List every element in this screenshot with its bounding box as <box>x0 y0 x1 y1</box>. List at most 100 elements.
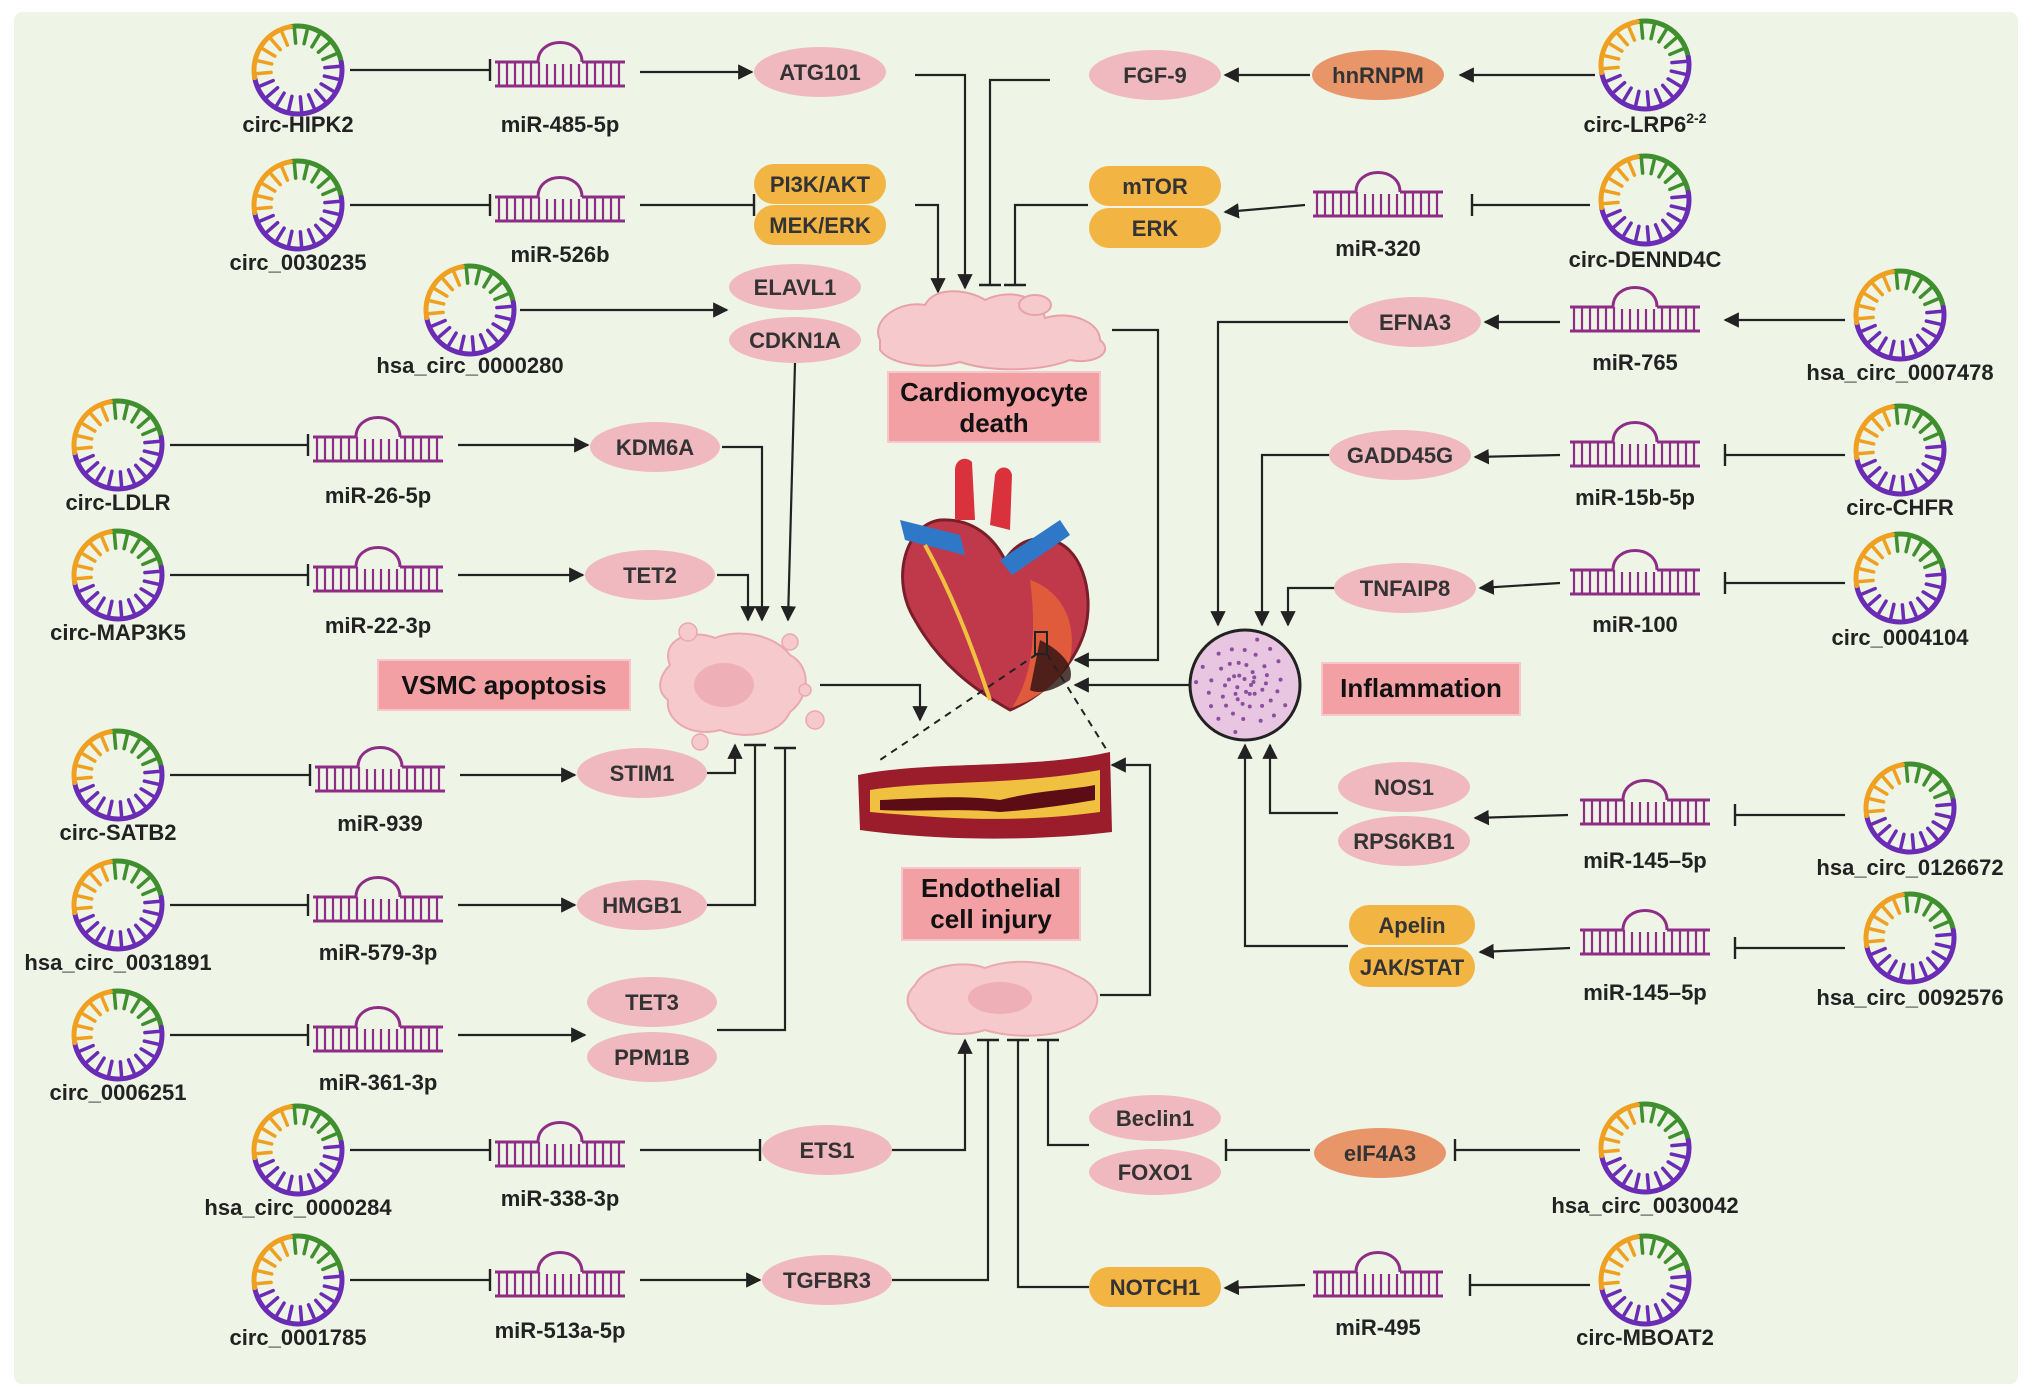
vsmc-bleb <box>798 683 812 697</box>
target-node-shape <box>1089 166 1221 206</box>
mirna-label: miR-22-3p <box>325 613 431 638</box>
target-node-label: FOXO1 <box>1118 1160 1193 1185</box>
target-node-label: ERK <box>1132 216 1179 241</box>
target-node-label: PPM1B <box>614 1045 690 1070</box>
target-node-label: NOS1 <box>1374 775 1434 800</box>
circrna-icon <box>251 158 345 252</box>
circrna-label: circ-CHFR <box>1846 495 1954 520</box>
target-node-shape <box>587 1032 717 1082</box>
zoom-line <box>1046 653 1109 753</box>
cardiomyocyte-death-box <box>887 371 1101 443</box>
circrna-label: circ-LDLR <box>65 490 170 515</box>
circrna-label: hsa_circ_0030042 <box>1551 1193 1738 1218</box>
mirna-label: miR-15b-5p <box>1575 485 1695 510</box>
circrna-icon <box>1598 153 1692 247</box>
protein-node-shape <box>1312 50 1444 100</box>
target-node: TET2 <box>585 550 715 600</box>
mirna-label: miR-100 <box>1592 612 1678 637</box>
mir-target-arrow <box>1223 203 1306 219</box>
target-node: ATG101 <box>754 47 886 97</box>
vsmc-apoptosis-box <box>377 659 631 711</box>
target-node-shape <box>1349 947 1475 987</box>
target-node-shape <box>577 748 707 798</box>
mirna-label: miR-145–5p <box>1583 980 1707 1005</box>
target-node-shape <box>762 1125 892 1175</box>
circrna-label: hsa_circ_0007478 <box>1806 360 1993 385</box>
histology-cell <box>1271 713 1276 718</box>
circrna-icon <box>251 23 345 117</box>
histology-cell <box>1226 677 1231 682</box>
circrna-icon <box>1853 268 1947 362</box>
histology-cell <box>1242 677 1247 682</box>
mir-target-arrow <box>1478 943 1571 960</box>
mirna-icon <box>1313 171 1443 218</box>
histology-cell <box>1252 675 1257 680</box>
pulmonary-vein <box>1000 520 1070 575</box>
circrna-icon <box>71 988 165 1082</box>
target-node: TNFAIP8 <box>1334 563 1476 613</box>
histology-cell <box>1260 687 1265 692</box>
target-node-label: MEK/ERK <box>769 213 871 238</box>
target-node-label: TET3 <box>625 990 679 1015</box>
histology-cell <box>1230 711 1235 716</box>
to-vsmc-arrow <box>707 743 743 775</box>
mirna-icon <box>495 1251 625 1298</box>
mirna-label: miR-485-5p <box>501 112 620 137</box>
histology-cell <box>1194 680 1199 685</box>
histology-cell <box>1200 664 1205 669</box>
mirna-icon <box>495 41 625 88</box>
target-node-label: ELAVL1 <box>754 275 837 300</box>
circrna-label: hsa_circ_0092576 <box>1816 985 2003 1010</box>
target-node-shape <box>1089 208 1221 248</box>
target-node-shape <box>577 880 707 930</box>
target-node-shape <box>1349 905 1475 945</box>
histology-cell <box>1223 683 1228 688</box>
histology-cell <box>1206 690 1211 695</box>
circrna-label: hsa_circ_0031891 <box>24 950 211 975</box>
mirna-icon <box>1313 1251 1443 1298</box>
circrna-label: hsa_circ_0000284 <box>204 1195 392 1220</box>
histology-cell <box>1243 689 1248 694</box>
target-node: Apelin <box>1349 905 1475 945</box>
target-node-shape <box>754 164 886 204</box>
endo-to-artery-arrow <box>1100 757 1152 997</box>
protein-node-label: eIF4A3 <box>1344 1141 1416 1166</box>
cardiomyocyte-death-label: Cardiomyocyte <box>900 377 1088 407</box>
circrna-label: circ-LRP62-2 <box>1584 110 1707 137</box>
target-node-label: RPS6KB1 <box>1353 829 1454 854</box>
target-node-shape <box>590 422 720 472</box>
target-node: EFNA3 <box>1349 297 1481 347</box>
to-inflammation-arrow <box>1237 743 1348 948</box>
target-node: STIM1 <box>577 748 707 798</box>
target-node: RPS6KB1 <box>1338 816 1470 866</box>
inflammation-box <box>1321 662 1521 716</box>
target-node-label: TET2 <box>623 563 677 588</box>
endothelial-injury-label: cell injury <box>930 904 1052 934</box>
histology-cell <box>1233 730 1238 735</box>
target-node-shape <box>1334 563 1476 613</box>
target-node: HMGB1 <box>577 880 707 930</box>
histology-cell <box>1235 685 1240 690</box>
circrna-icon <box>1863 761 1957 855</box>
target-node: ERK <box>1089 208 1221 248</box>
histology-cell <box>1263 681 1268 686</box>
histology-cell <box>1247 704 1252 709</box>
circrna-label: circ-SATB2 <box>60 820 177 845</box>
circrna-icon <box>251 1233 345 1327</box>
circrna-label: circ-MAP3K5 <box>50 620 186 645</box>
mirna-label: miR-145–5p <box>1583 848 1707 873</box>
target-node: ELAVL1 <box>729 264 861 310</box>
to-endothelial-inhibition <box>1046 1040 1089 1147</box>
target-node-label: ATG101 <box>779 60 861 85</box>
histology-cell <box>1240 701 1245 706</box>
histology-cell <box>1276 659 1281 664</box>
circrna-label: hsa_circ_0000280 <box>376 353 563 378</box>
protein-node: eIF4A3 <box>1314 1128 1446 1178</box>
target-node: PI3K/AKT <box>754 164 886 204</box>
to-vsmc-inhibition <box>717 748 787 1032</box>
to-cardiomyocyte-inhibition <box>988 78 1050 285</box>
to-cardiomyocyte-arrow <box>915 203 946 294</box>
target-node: ETS1 <box>762 1125 892 1175</box>
target-node: CDKN1A <box>729 317 861 363</box>
mirna-label: miR-320 <box>1335 236 1421 261</box>
